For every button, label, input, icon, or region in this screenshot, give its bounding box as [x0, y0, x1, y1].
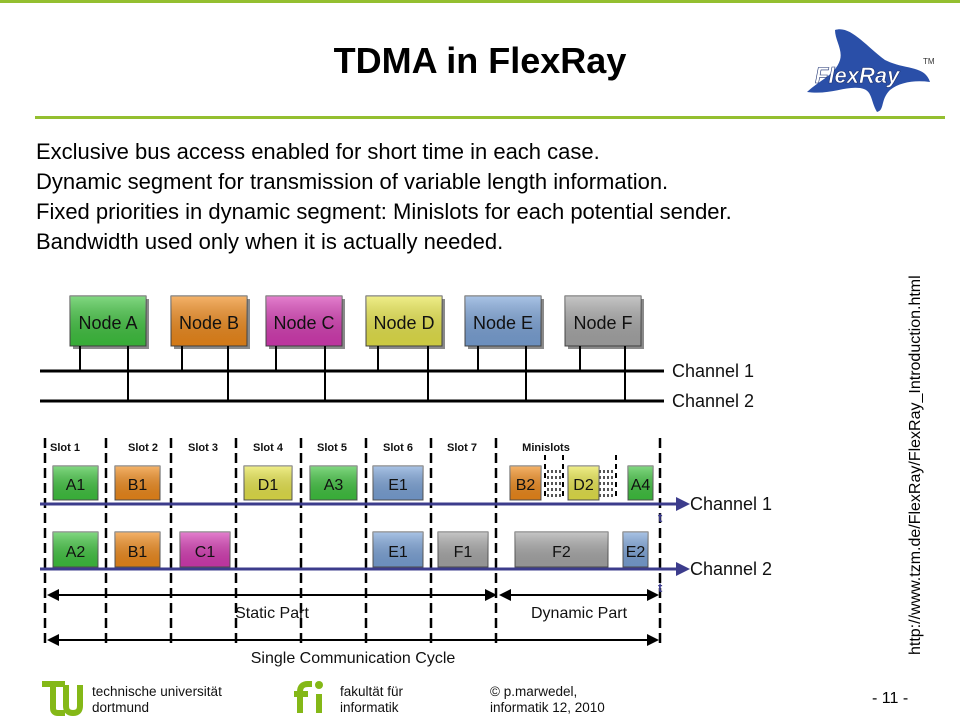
title-underline [35, 116, 945, 119]
frame-gloss [53, 532, 98, 567]
static-part-span-arrowhead-left [47, 589, 59, 601]
node-label: Node F [573, 313, 632, 333]
node-label: Node B [179, 313, 239, 333]
node-label: Node C [273, 313, 334, 333]
physical-channel-label: Channel 2 [672, 391, 754, 411]
physical-channel-label: Channel 1 [672, 361, 754, 381]
frame-label: E1 [388, 477, 408, 494]
frame-label: B2 [516, 477, 536, 494]
top-rule [0, 0, 960, 3]
node-box-gloss [366, 296, 442, 346]
communication-cycle-span-arrowhead-right [647, 634, 659, 646]
page-number: - 11 - [872, 690, 909, 707]
footer-faculty-line: fakultät für [340, 684, 404, 699]
frame-label: E2 [626, 544, 646, 561]
frame-gloss [180, 532, 230, 567]
frame-label: E1 [388, 544, 408, 561]
footer-university: technische universität dortmund [92, 684, 222, 716]
bullet-line: Fixed priorities in dynamic segment: Min… [36, 199, 732, 224]
footer-author-line: informatik 12, 2010 [490, 700, 605, 715]
communication-cycle-span-label: Single Communication Cycle [251, 650, 456, 667]
frame-gloss [510, 466, 541, 500]
frame-gloss [568, 466, 599, 500]
channel-label: Channel 1 [690, 494, 772, 514]
tu-logo [42, 681, 83, 716]
channel-label: Channel 2 [690, 559, 772, 579]
node-box-gloss [70, 296, 146, 346]
footer-faculty-line: informatik [340, 700, 399, 715]
node-label: Node E [473, 313, 533, 333]
dynamic-part-span-label: Dynamic Part [531, 605, 628, 622]
frame-label: D2 [573, 477, 594, 494]
static-part-span-label: Static Part [235, 605, 309, 622]
frame-gloss [53, 466, 98, 500]
node-box-gloss [465, 296, 541, 346]
flexray-logo: FlexRay TM [807, 29, 935, 113]
slot-label: Slot 1 [50, 442, 80, 454]
frame-gloss [373, 466, 423, 500]
fi-logo-mark [294, 681, 322, 713]
channel-arrowhead [676, 497, 690, 511]
time-label: t [658, 580, 663, 595]
footer-author: © p.marwedel, informatik 12, 2010 [490, 684, 605, 716]
frame-gloss [373, 532, 423, 567]
tu-logo-mark [42, 681, 83, 716]
frame-label: C1 [195, 544, 216, 561]
frame-gloss [628, 466, 653, 500]
frame-label: F2 [552, 544, 571, 561]
slot-label: Slot 4 [253, 442, 284, 454]
logo-wordmark: FlexRay [815, 63, 901, 88]
communication-cycle-span-arrowhead-left [47, 634, 59, 646]
node-box-gloss [266, 296, 342, 346]
frame-gloss [310, 466, 357, 500]
frame-label: A1 [66, 477, 86, 494]
logo-trademark: TM [923, 57, 935, 66]
dynamic-part-span-arrowhead-right [647, 589, 659, 601]
footer-faculty: fakultät für informatik [340, 684, 403, 716]
static-part-span-arrowhead-right [485, 589, 497, 601]
page-title: TDMA in FlexRay [333, 40, 627, 81]
slot-label: Slot 3 [188, 442, 218, 454]
footer-author-line: © p.marwedel, [490, 684, 578, 699]
slot-label: Slot 6 [383, 442, 413, 454]
node-box-gloss [171, 296, 247, 346]
fi-logo-dot [315, 681, 323, 689]
node-label: Node D [373, 313, 434, 333]
slot-label: Slot 5 [317, 442, 347, 454]
frame-label: A3 [324, 477, 344, 494]
node-label: Node A [78, 313, 137, 333]
frame-gloss [438, 532, 488, 567]
frame-gloss [244, 466, 292, 500]
frame-gloss [623, 532, 648, 567]
frame-label: B1 [128, 544, 148, 561]
slot-label: Slot 7 [447, 442, 477, 454]
bullet-line: Exclusive bus access enabled for short t… [36, 139, 600, 164]
fi-logo [294, 681, 323, 713]
frame-gloss [115, 466, 160, 500]
frame-label: A4 [631, 477, 651, 494]
footer-university-line: technische universität [92, 684, 222, 699]
footer-university-line: dortmund [92, 700, 150, 715]
frame-label: B1 [128, 477, 148, 494]
dynamic-part-span-arrowhead-left [499, 589, 511, 601]
frame-label: F1 [454, 544, 473, 561]
frame-label: D1 [258, 477, 279, 494]
bullet-line: Dynamic segment for transmission of vari… [36, 169, 669, 194]
frame-gloss [115, 532, 160, 567]
bullet-list: Exclusive bus access enabled for short t… [36, 137, 732, 257]
node-box-gloss [565, 296, 641, 346]
frame-label: A2 [66, 544, 86, 561]
time-label: t [658, 510, 663, 525]
frame-gloss [515, 532, 608, 567]
logo-ray-shape [807, 29, 930, 113]
bullet-line: Bandwidth used only when it is actually … [36, 229, 504, 254]
slot-label: Minislots [522, 442, 570, 454]
slot-label: Slot 2 [128, 442, 158, 454]
channel-arrowhead [676, 562, 690, 576]
